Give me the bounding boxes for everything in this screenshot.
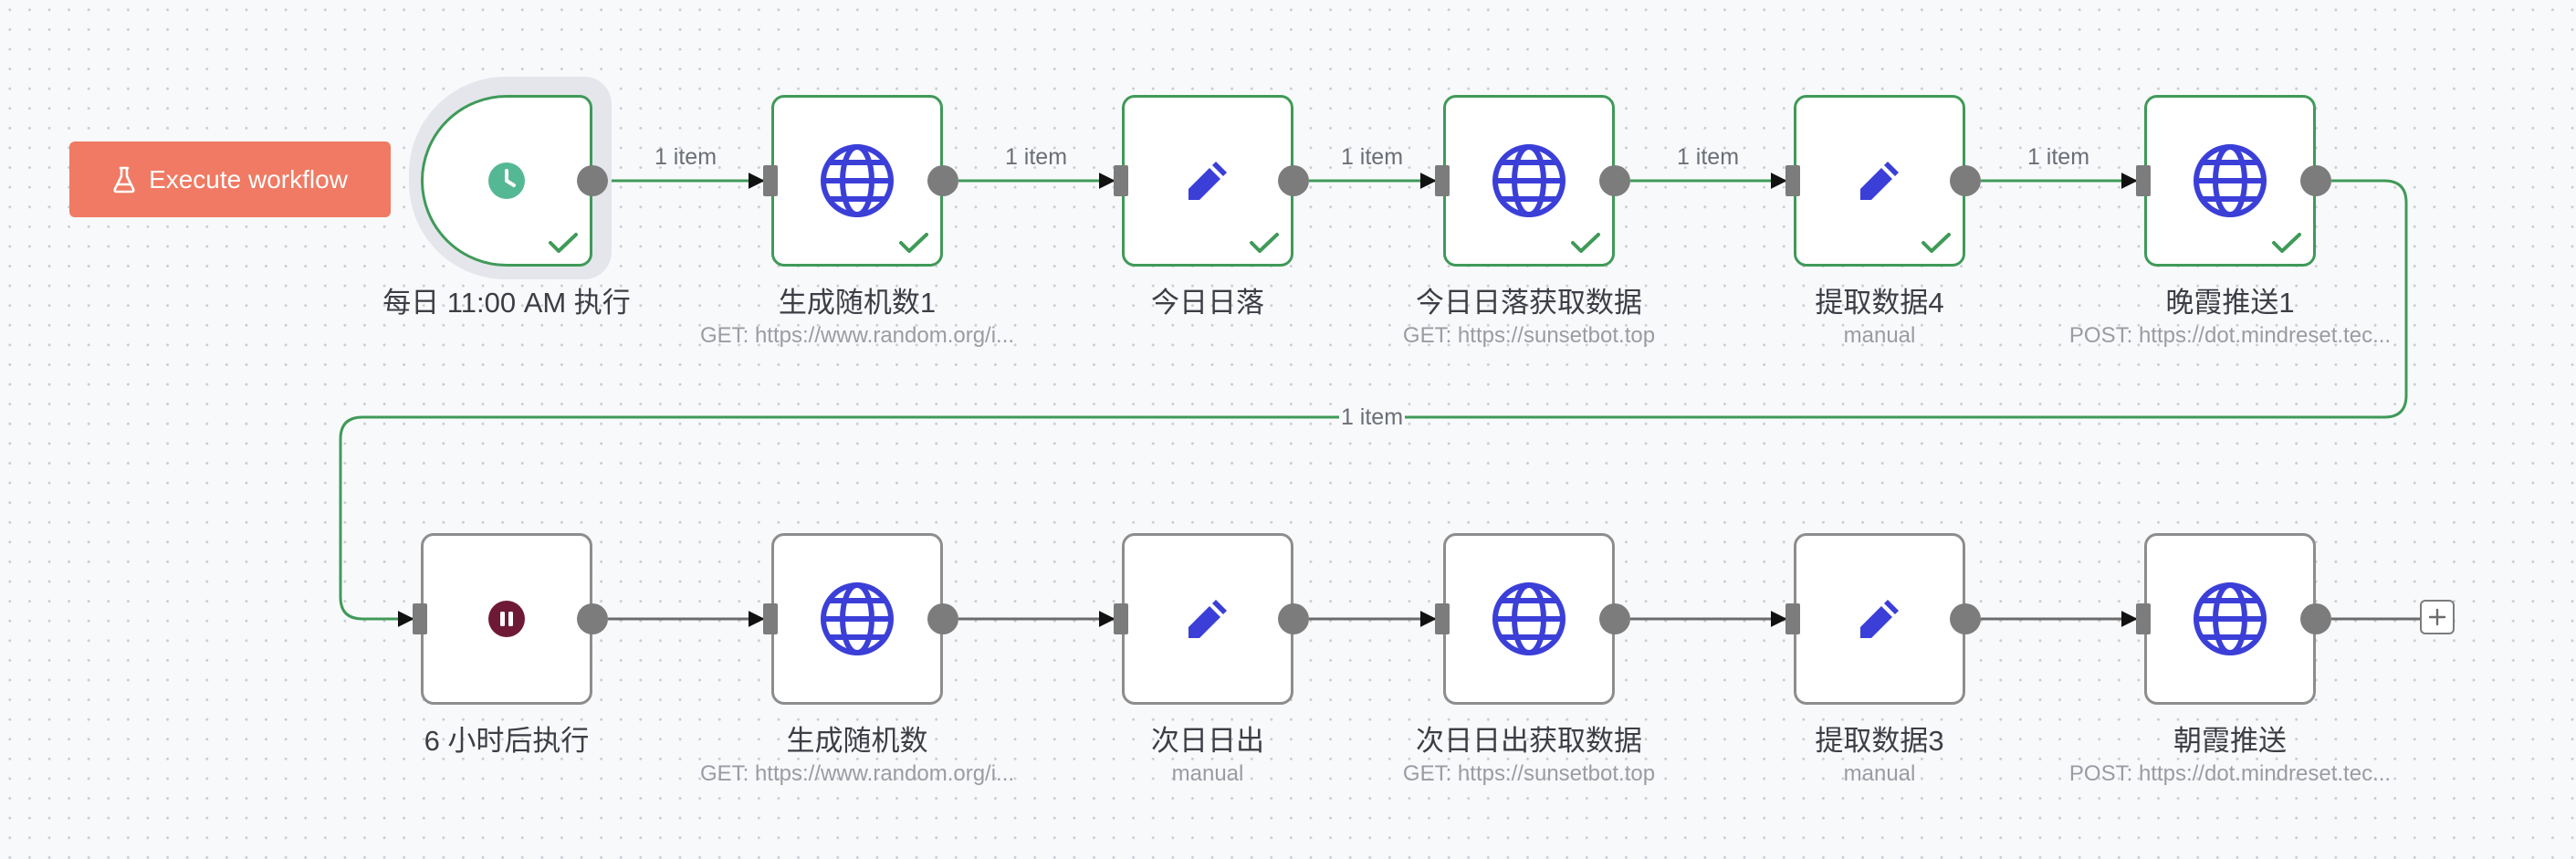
- output-port[interactable]: [1278, 603, 1309, 634]
- output-port[interactable]: [927, 603, 958, 634]
- success-check-icon: [1249, 231, 1280, 255]
- workflow-node-n11[interactable]: [1794, 533, 1965, 705]
- node-subtitle: GET: https://www.random.org/i...: [699, 323, 1015, 348]
- workflow-node-n6[interactable]: [2144, 95, 2316, 267]
- add-node-button[interactable]: [2420, 600, 2455, 634]
- pencil-icon: [1856, 157, 1903, 204]
- connection-item-count-label: 1 item: [1341, 144, 1403, 170]
- input-port[interactable]: [763, 603, 778, 634]
- success-check-icon: [2271, 231, 2302, 255]
- workflow-node-n5[interactable]: [1794, 95, 1965, 267]
- node-title: 提取数据4: [1815, 287, 1944, 319]
- connection-item-count-label: 1 item: [2027, 144, 2089, 170]
- node-subtitle: POST: https://dot.mindreset.tec...: [2068, 323, 2392, 348]
- input-port[interactable]: [1114, 603, 1128, 634]
- connection-n6-n7[interactable]: [339, 179, 2408, 627]
- success-check-icon: [548, 231, 579, 255]
- workflow-node-n12[interactable]: [2144, 533, 2316, 705]
- connection-item-count-label: 1 item: [1341, 404, 1403, 430]
- globe-icon: [2192, 142, 2268, 219]
- output-port[interactable]: [1599, 165, 1630, 196]
- output-port[interactable]: [1599, 603, 1630, 634]
- node-title: 6 小时后执行: [424, 725, 590, 757]
- node-subtitle: GET: https://sunsetbot.top: [1402, 761, 1656, 786]
- globe-icon: [2192, 581, 2268, 657]
- connection-item-count-label: 1 item: [1677, 144, 1739, 170]
- workflow-node-n3[interactable]: [1122, 95, 1293, 267]
- input-port[interactable]: [1785, 165, 1800, 196]
- input-port[interactable]: [413, 603, 427, 634]
- node-title: 生成随机数1: [778, 287, 937, 319]
- node-title: 生成随机数: [786, 725, 928, 757]
- execute-workflow-button[interactable]: Execute workflow: [69, 141, 391, 217]
- node-title: 提取数据3: [1815, 725, 1944, 757]
- input-port[interactable]: [1435, 603, 1450, 634]
- workflow-node-n7[interactable]: [421, 533, 592, 705]
- output-port[interactable]: [1950, 603, 1981, 634]
- workflow-node-n1[interactable]: [421, 95, 592, 267]
- output-port[interactable]: [927, 165, 958, 196]
- node-title: 次日日出获取数据: [1416, 725, 1642, 757]
- success-check-icon: [898, 231, 929, 255]
- node-subtitle: manual: [1171, 761, 1244, 786]
- workflow-node-n2[interactable]: [771, 95, 943, 267]
- node-title: 次日日出: [1151, 725, 1264, 757]
- flask-icon: [113, 166, 135, 193]
- execute-workflow-label: Execute workflow: [149, 164, 348, 194]
- input-port[interactable]: [2136, 165, 2151, 196]
- globe-icon: [1491, 142, 1567, 219]
- node-title: 朝霞推送: [2173, 725, 2287, 757]
- output-port[interactable]: [1278, 165, 1309, 196]
- connection-item-count-label: 1 item: [654, 144, 717, 170]
- plus-icon: [2428, 608, 2446, 626]
- input-port[interactable]: [2136, 603, 2151, 634]
- globe-icon: [819, 581, 895, 657]
- workflow-node-n9[interactable]: [1122, 533, 1293, 705]
- input-port[interactable]: [1114, 165, 1128, 196]
- input-port[interactable]: [763, 165, 778, 196]
- node-title: 晚霞推送1: [2165, 287, 2295, 319]
- success-check-icon: [1921, 231, 1952, 255]
- globe-icon: [1491, 581, 1567, 657]
- input-port[interactable]: [1435, 165, 1450, 196]
- node-subtitle: GET: https://www.random.org/i...: [699, 761, 1015, 786]
- node-subtitle: GET: https://sunsetbot.top: [1402, 323, 1656, 348]
- node-subtitle: POST: https://dot.mindreset.tec...: [2068, 761, 2392, 786]
- pencil-icon: [1856, 595, 1903, 643]
- node-title: 今日日落: [1151, 287, 1264, 319]
- output-port[interactable]: [2300, 165, 2331, 196]
- pencil-icon: [1184, 595, 1231, 643]
- workflow-node-n10[interactable]: [1443, 533, 1615, 705]
- input-port[interactable]: [1785, 603, 1800, 634]
- node-title: 今日日落获取数据: [1416, 287, 1642, 319]
- node-title: 每日 11:00 AM 执行: [382, 287, 631, 319]
- output-port[interactable]: [577, 603, 608, 634]
- output-port[interactable]: [1950, 165, 1981, 196]
- connection-label-background: [1339, 403, 1405, 430]
- globe-icon: [819, 142, 895, 219]
- pencil-icon: [1184, 157, 1231, 204]
- node-subtitle: manual: [1843, 323, 1916, 348]
- output-port[interactable]: [2300, 603, 2331, 634]
- workflow-node-n4[interactable]: [1443, 95, 1615, 267]
- success-check-icon: [1570, 231, 1601, 255]
- workflow-node-n8[interactable]: [771, 533, 943, 705]
- clock-icon: [487, 162, 526, 200]
- pause-icon: [487, 600, 526, 638]
- connection-item-count-label: 1 item: [1005, 144, 1067, 170]
- node-subtitle: manual: [1843, 761, 1916, 786]
- output-port[interactable]: [577, 165, 608, 196]
